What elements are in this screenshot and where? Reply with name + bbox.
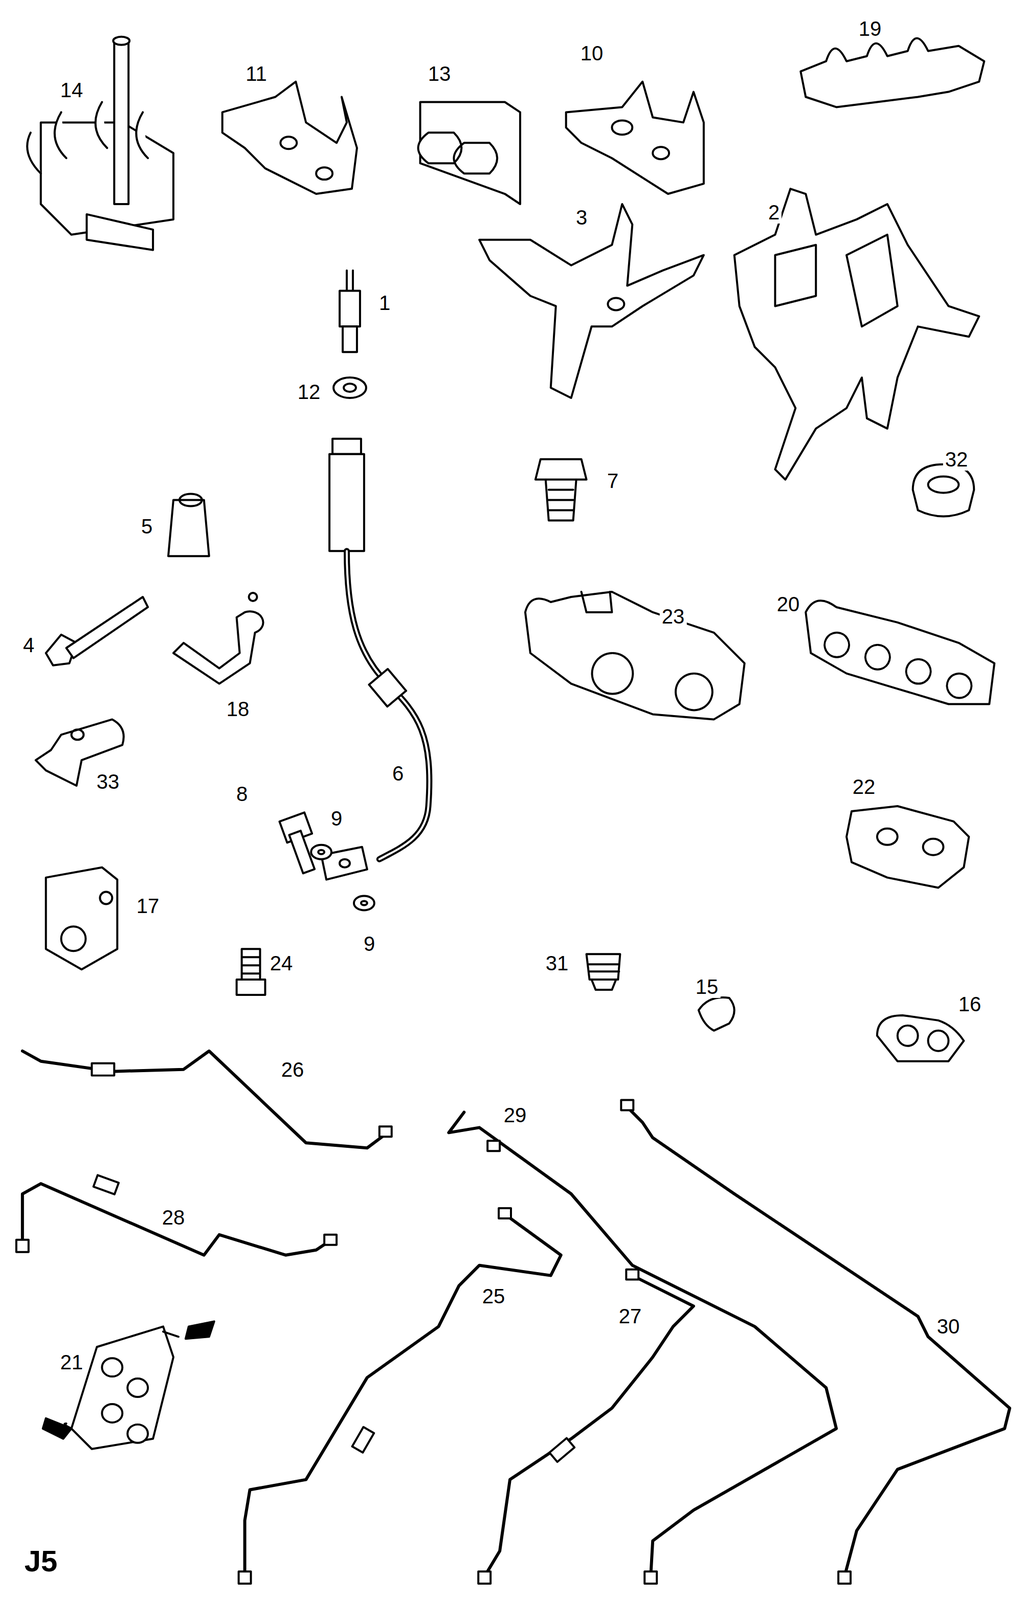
mounting-bracket bbox=[479, 204, 704, 398]
callout-number: 29 bbox=[501, 1103, 529, 1127]
screw bbox=[236, 948, 266, 995]
pipe-clip bbox=[877, 1015, 964, 1062]
callout-number: 19 bbox=[856, 17, 884, 40]
bracket bbox=[566, 81, 704, 194]
callout-number: 25 bbox=[480, 1284, 508, 1308]
pipe-clip bbox=[173, 592, 263, 684]
callout-number: 9 bbox=[361, 932, 377, 955]
callout-number: 5 bbox=[139, 515, 155, 538]
page-code: J5 bbox=[22, 1545, 60, 1577]
brake-hose bbox=[321, 438, 430, 880]
bracket bbox=[222, 81, 358, 194]
retaining-clip bbox=[333, 377, 367, 398]
callout-number: 24 bbox=[268, 951, 296, 975]
callout-number: 32 bbox=[943, 448, 971, 471]
callout-number: 20 bbox=[774, 592, 802, 616]
pipe-clip bbox=[800, 38, 985, 108]
pipe-clip bbox=[846, 806, 969, 888]
callout-number: 21 bbox=[58, 1350, 86, 1374]
callout-number: 31 bbox=[543, 951, 571, 975]
pipe-fittings bbox=[16, 1063, 851, 1584]
callout-number: 26 bbox=[279, 1058, 307, 1081]
callout-number: 4 bbox=[20, 633, 37, 657]
union-fitting bbox=[339, 270, 361, 353]
callout-number: 2 bbox=[766, 201, 782, 224]
banjo-bolt bbox=[279, 812, 374, 910]
callout-number: 15 bbox=[693, 975, 721, 998]
pipe-nut bbox=[535, 459, 587, 521]
callout-number: 8 bbox=[234, 782, 250, 806]
callout-number: 30 bbox=[934, 1315, 963, 1338]
callout-number: 27 bbox=[616, 1304, 644, 1328]
bolt bbox=[46, 596, 148, 666]
brake-pipes bbox=[22, 1051, 1010, 1577]
pipe-clip bbox=[805, 600, 995, 704]
callout-number: 13 bbox=[426, 62, 454, 85]
callout-number: 7 bbox=[605, 469, 621, 493]
pipe-nut bbox=[586, 953, 621, 990]
callout-number: 14 bbox=[58, 78, 86, 102]
callout-number: 22 bbox=[850, 775, 878, 798]
clip-with-stud bbox=[27, 36, 174, 251]
callout-number: 3 bbox=[573, 206, 590, 229]
small-clip bbox=[698, 997, 735, 1031]
callout-number: 12 bbox=[295, 380, 323, 404]
callout-number: 1 bbox=[376, 291, 393, 315]
callout-number: 23 bbox=[659, 605, 687, 628]
mounting-bracket bbox=[734, 188, 980, 480]
grommet bbox=[912, 464, 975, 517]
pipe-connector bbox=[168, 494, 210, 557]
pipe-block bbox=[46, 867, 118, 970]
callout-number: 16 bbox=[956, 992, 984, 1016]
bracket-grommet bbox=[418, 101, 521, 204]
callout-number: 18 bbox=[224, 697, 252, 721]
callout-number: 11 bbox=[243, 62, 270, 85]
callout-number: 10 bbox=[578, 41, 606, 65]
callout-number: 17 bbox=[134, 894, 162, 918]
callout-number: 28 bbox=[160, 1206, 188, 1229]
pipe-clip bbox=[525, 591, 745, 720]
callout-number: 33 bbox=[94, 770, 122, 793]
callout-number: 9 bbox=[328, 807, 345, 830]
callout-number: 6 bbox=[390, 762, 406, 785]
multi-pipe-clip bbox=[42, 1321, 215, 1449]
